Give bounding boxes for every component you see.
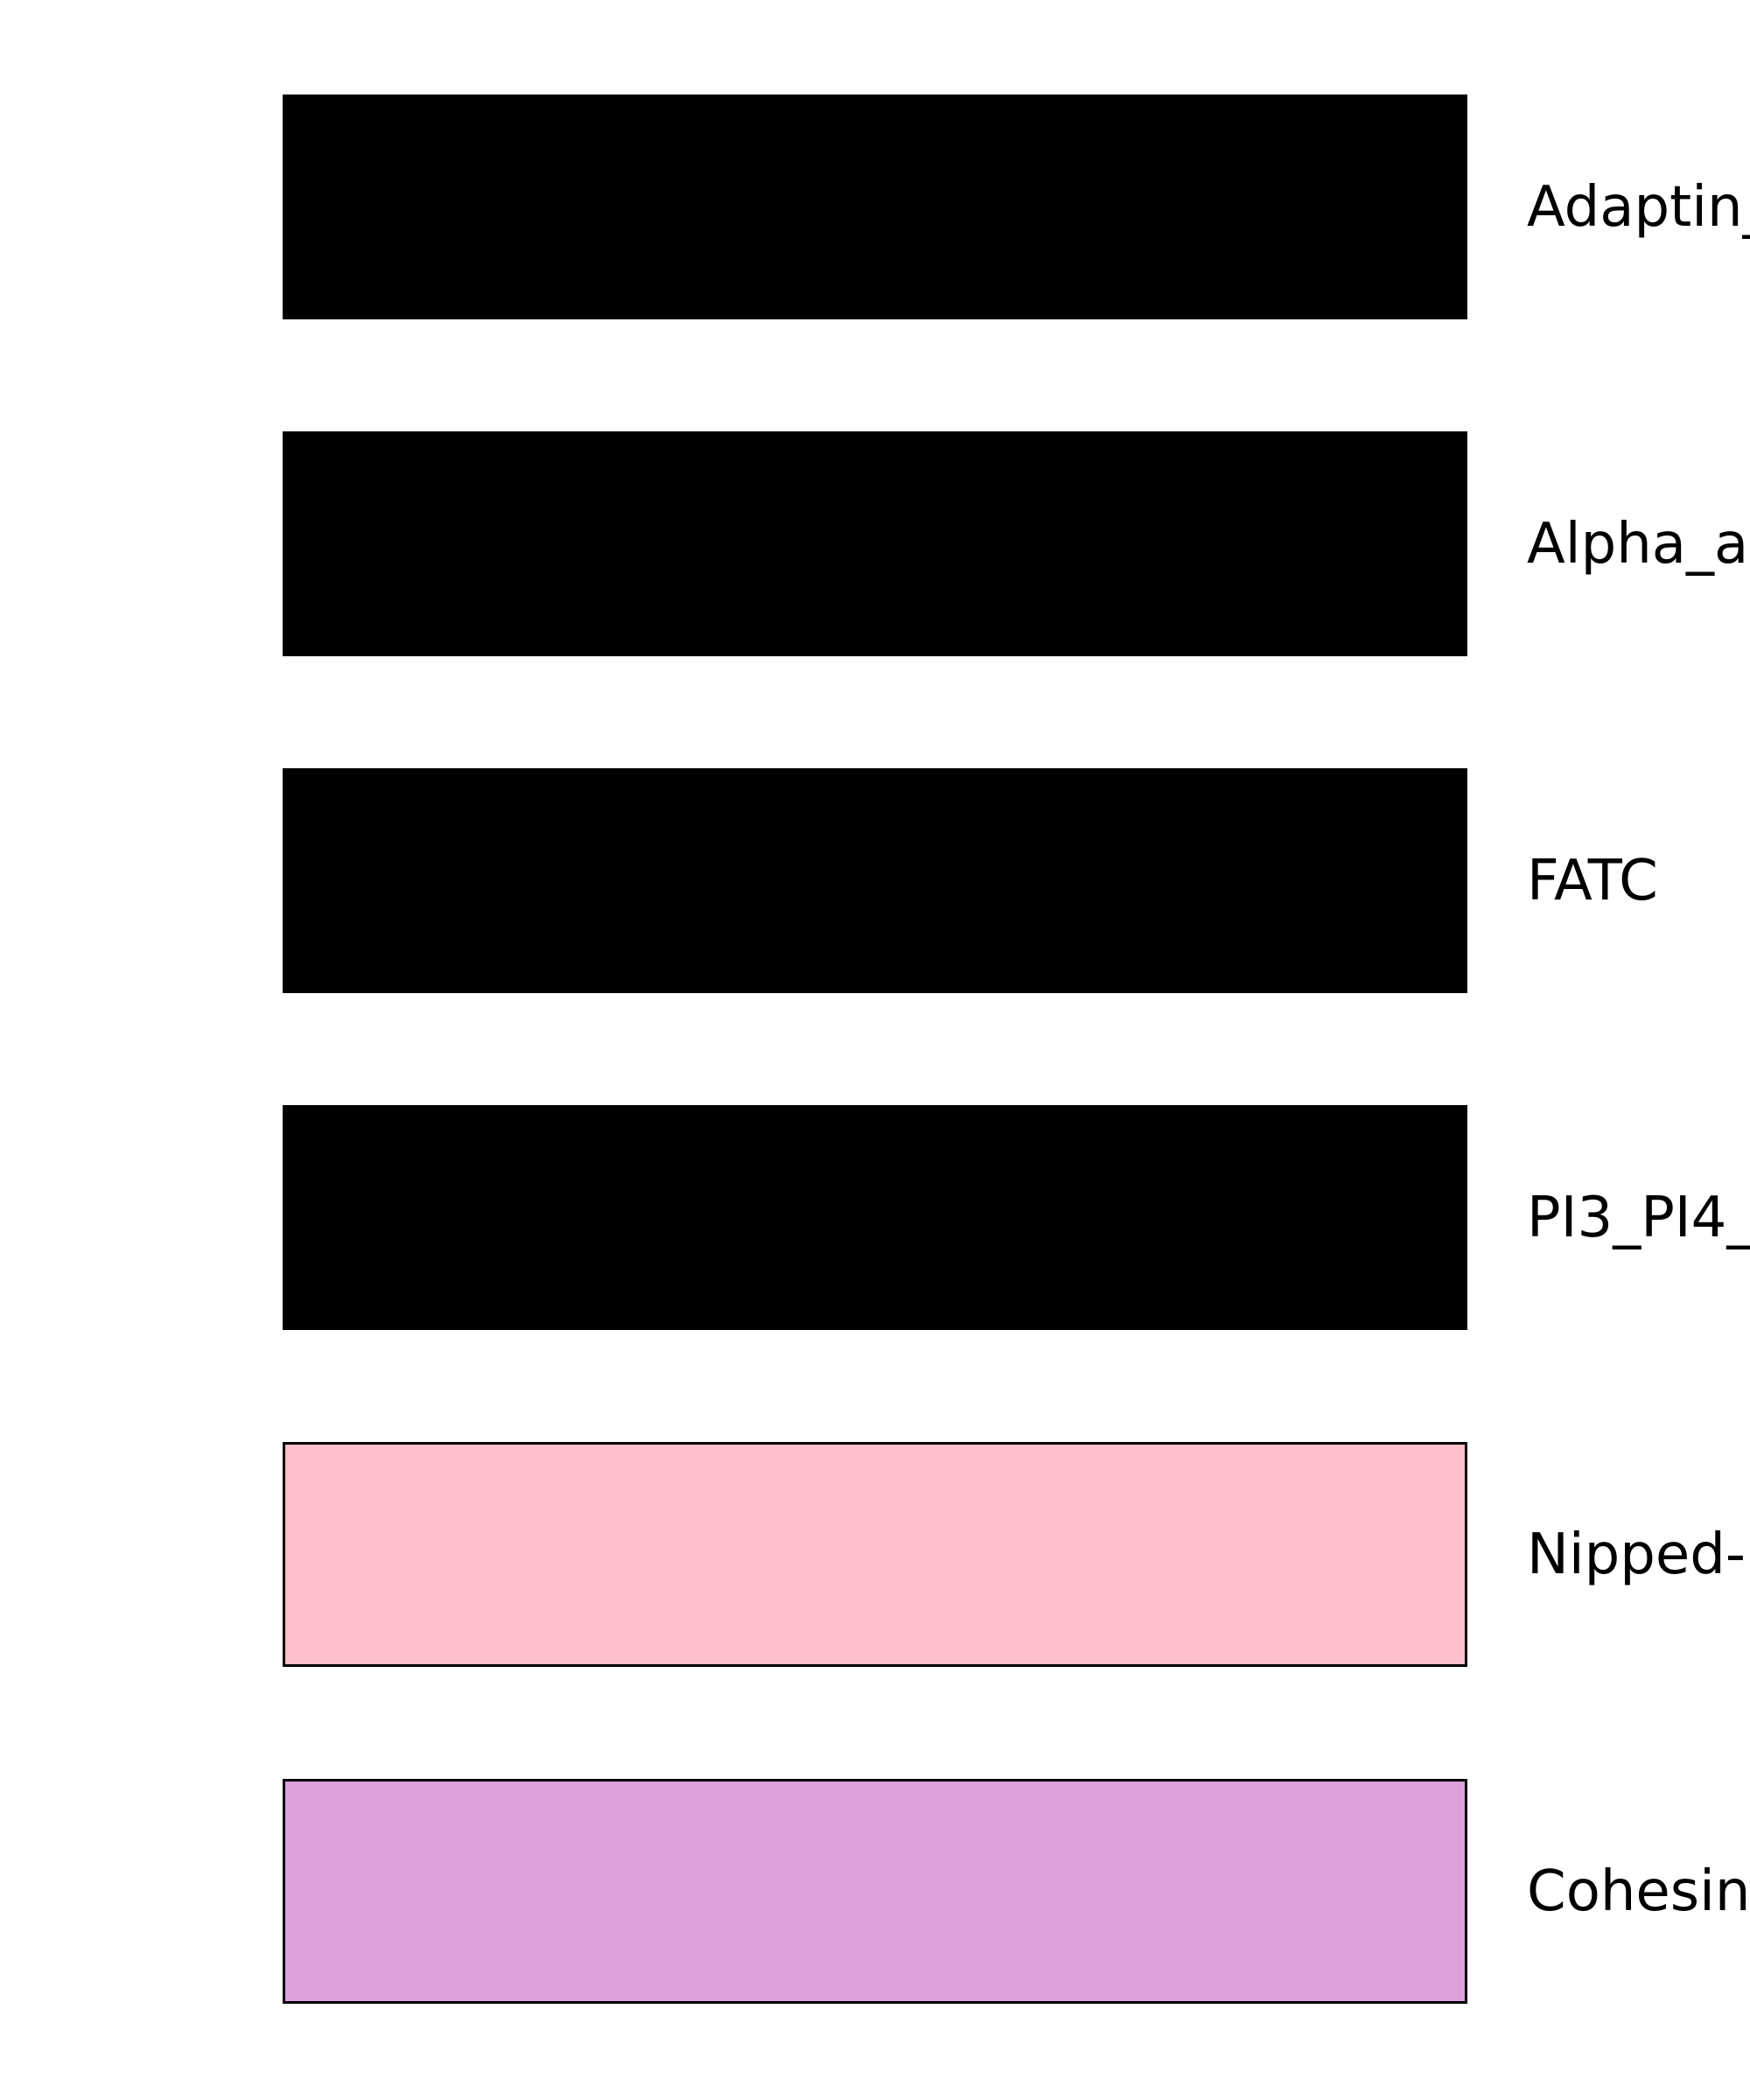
domain-color-swatch xyxy=(283,768,1467,993)
domain-color-swatch xyxy=(283,431,1467,656)
domain-label: Adaptin_ xyxy=(1527,174,1750,240)
legend-row-alpha-a: Alpha_a xyxy=(0,431,1750,656)
legend-row-nipped: Nipped- xyxy=(0,1442,1750,1667)
legend-row-adaptin: Adaptin_ xyxy=(0,94,1750,319)
legend-row-pi3-pi4: PI3_PI4_ xyxy=(0,1105,1750,1330)
legend-row-cohesin: Cohesin xyxy=(0,1779,1750,2004)
legend-row-fatc: FATC xyxy=(0,768,1750,993)
domain-color-swatch xyxy=(283,1105,1467,1330)
domain-color-swatch xyxy=(283,94,1467,319)
domain-label: Nipped- xyxy=(1527,1522,1746,1587)
domain-color-swatch xyxy=(283,1442,1467,1667)
domain-label: FATC xyxy=(1527,848,1658,914)
domain-color-swatch xyxy=(283,1779,1467,2004)
domain-label: Alpha_a xyxy=(1527,511,1749,577)
domain-label: Cohesin xyxy=(1527,1858,1750,1924)
domain-label: PI3_PI4_ xyxy=(1527,1185,1750,1250)
